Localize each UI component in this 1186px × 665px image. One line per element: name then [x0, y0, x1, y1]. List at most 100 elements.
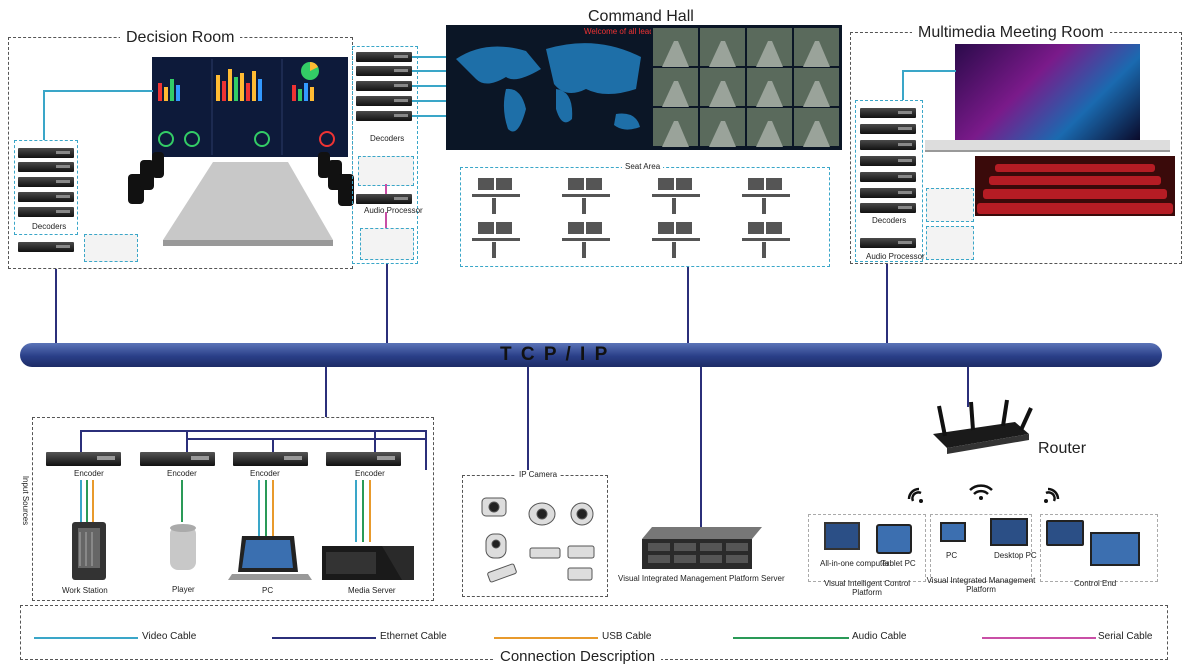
theater-seats	[975, 156, 1175, 216]
video-cable	[80, 480, 82, 525]
tcp-ip-backbone	[20, 343, 1162, 367]
meeting-room-title: Multimedia Meeting Room	[912, 24, 1110, 42]
decoder-device	[18, 148, 74, 158]
ethernet-cable	[80, 430, 82, 452]
desktop-pc-device	[990, 518, 1028, 546]
meeting-audio-processor-label: Audio Processor	[866, 252, 925, 261]
all-in-one-label: All-in-one computer	[820, 559, 890, 568]
encoder-label: Encoder	[74, 469, 104, 478]
pc-label: PC	[946, 551, 958, 560]
decoder-device	[860, 156, 916, 166]
legend-label-serial: Serial Cable	[1098, 631, 1153, 642]
integrated-management-box	[930, 514, 1032, 582]
legend-line-video	[34, 637, 138, 639]
decoder-device	[18, 192, 74, 202]
audio-cable	[86, 480, 88, 525]
audio-processor-device	[860, 238, 916, 248]
video-wall-banner: Welcome of all leaders	[584, 27, 665, 36]
input-sources-label: Input Sources	[21, 472, 31, 529]
server-label: Visual Integrated Management Platform Se…	[618, 574, 785, 583]
legend-label-audio: Audio Cable	[852, 631, 907, 642]
legend-line-usb	[494, 637, 598, 639]
video-cable	[412, 85, 446, 87]
video-cable	[412, 115, 446, 117]
wifi-icon	[907, 487, 923, 503]
decision-rack-box	[352, 46, 418, 264]
ethernet-cable	[700, 367, 702, 527]
led-stage-screen	[955, 44, 1140, 140]
tablet-device	[876, 524, 912, 554]
video-cable	[258, 480, 260, 538]
decision-decoders-box	[14, 140, 78, 235]
decoder-device	[860, 108, 916, 118]
decoder-device	[356, 52, 412, 62]
decision-decoders-label: Decoders	[32, 222, 67, 231]
legend-line-serial	[982, 637, 1096, 639]
ethernet-cable	[186, 438, 426, 440]
ethernet-cable	[886, 264, 888, 343]
legend-label-usb: USB Cable	[602, 631, 652, 642]
intelligent-control-label: Visual Intelligent Control Platform	[823, 579, 911, 597]
video-wall: Welcome of all leaders	[446, 25, 842, 150]
audio-processor-device	[356, 194, 412, 204]
device-label-media-server: Media Server	[348, 586, 396, 595]
pc-laptop-icon	[228, 536, 312, 580]
device-label-work-station: Work Station	[62, 586, 108, 595]
world-map	[456, 43, 641, 132]
control-tablet-device	[1046, 520, 1084, 546]
camera-grid	[651, 26, 841, 148]
control-end-box	[1040, 514, 1158, 582]
wifi-icon	[969, 484, 993, 500]
ethernet-cable	[967, 367, 969, 407]
desktop-pc-label: Desktop PC	[994, 551, 1037, 560]
usb-cable	[92, 480, 94, 525]
video-cable	[412, 56, 446, 58]
all-in-one-device	[824, 522, 860, 550]
decoder-device	[356, 111, 412, 121]
mini-devices	[358, 156, 414, 186]
decoder-device	[18, 162, 74, 172]
decoder-device	[356, 81, 412, 91]
router-label: Router	[1038, 440, 1087, 457]
pc-device	[940, 522, 966, 542]
router-icon	[933, 399, 1033, 454]
rack-decoders-label: Decoders	[370, 134, 405, 143]
video-cable	[412, 70, 446, 72]
ethernet-cable	[687, 267, 689, 343]
control-laptop-device	[1090, 532, 1140, 566]
mini-devices	[926, 226, 974, 260]
video-cable	[412, 100, 446, 102]
decoder-device	[18, 177, 74, 187]
mini-devices	[84, 234, 138, 262]
encoder-label: Encoder	[167, 469, 197, 478]
ethernet-cable	[272, 438, 274, 452]
work-station-icon	[72, 522, 106, 580]
video-cable	[43, 90, 45, 140]
usb-cable	[272, 480, 274, 538]
wifi-icon	[1044, 487, 1060, 503]
legend-line-ethernet	[272, 637, 376, 639]
decoder-device	[18, 207, 74, 217]
encoder-device	[233, 452, 308, 466]
ip-camera-label: IP Camera	[516, 470, 561, 479]
integrated-management-label: Visual Integrated Management Platform	[926, 576, 1036, 594]
seat-workstations	[472, 178, 790, 258]
meeting-decoders-label: Decoders	[872, 216, 907, 225]
media-server-icon	[322, 546, 414, 580]
device-label-player: Player	[172, 585, 195, 594]
stage	[925, 140, 1170, 152]
tcp-ip-label: T C P / I P	[500, 344, 610, 365]
decoder-device	[860, 124, 916, 134]
player-icon	[170, 524, 196, 570]
intelligent-control-box	[808, 514, 926, 582]
ethernet-cable	[80, 430, 426, 432]
serial-cable	[385, 184, 387, 194]
ethernet-cable	[325, 367, 327, 417]
ethernet-cable	[374, 430, 376, 452]
ethernet-cable	[386, 264, 388, 343]
mini-devices	[926, 188, 974, 222]
meeting-decoders-box	[855, 100, 923, 262]
ethernet-cable	[527, 367, 529, 475]
decoder-device	[860, 188, 916, 198]
ethernet-cable	[425, 430, 427, 470]
